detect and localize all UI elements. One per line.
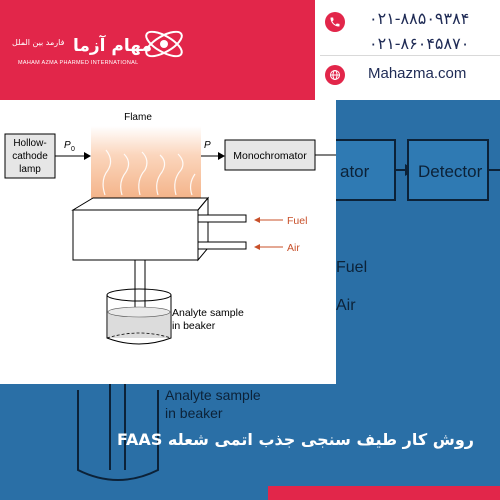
p0-subscript: 0 — [71, 146, 75, 153]
page-title: روش کار طیف سنجی جذب اتمی شعله FAAS — [116, 430, 474, 449]
air-label: Air — [287, 242, 300, 254]
bg-mono-fragment: ator — [340, 162, 370, 181]
phone-number-2[interactable]: ۰۲۱-۸۶۰۴۵۸۷۰ — [369, 34, 470, 53]
fuel-tube — [197, 214, 247, 223]
atom-logo-icon — [145, 30, 183, 58]
phone-icon — [325, 12, 345, 32]
header: مهام آزما فارمد بین الملل MAHAM AZMA PHA… — [0, 0, 500, 100]
bg-detector-box — [407, 139, 489, 201]
globe-icon — [325, 65, 345, 85]
beaker-bottom-back — [106, 332, 172, 339]
footer-accent-bar — [268, 486, 500, 500]
lamp-label-1: Hollow- — [13, 138, 46, 149]
header-divider — [320, 55, 500, 56]
burner-body — [72, 209, 199, 261]
beaker-liquid-surface — [107, 306, 171, 318]
bg-sample-label-2: in beaker — [165, 405, 223, 421]
air-arrowhead — [254, 244, 260, 250]
lamp-label-2: cathode — [12, 151, 48, 162]
beaker-walls — [106, 295, 172, 345]
p0-arrowhead — [84, 152, 91, 160]
bg-air-label: Air — [336, 297, 356, 314]
website-row — [325, 65, 345, 85]
website-link[interactable]: Mahazma.com — [368, 65, 467, 82]
bg-detector-label: Detector — [418, 162, 483, 181]
fuel-arrowhead — [254, 217, 260, 223]
sample-label-1: Analyte sample — [172, 307, 244, 319]
faas-diagram: Hollow- cathode lamp P 0 Flame P Monochr… — [4, 112, 336, 345]
brand-name-en: MAHAM AZMA PHARMED INTERNATIONAL — [18, 60, 139, 66]
bg-fuel-label: Fuel — [336, 259, 367, 276]
monochromator-label: Monochromator — [233, 150, 307, 162]
sample-label-2: in beaker — [172, 320, 216, 332]
p-arrowhead — [218, 152, 225, 160]
p0-label: P — [64, 140, 71, 151]
flame-region — [91, 126, 201, 198]
logo-block: مهام آزما فارمد بین الملل MAHAM AZMA PHA… — [0, 0, 315, 100]
beaker-rim — [106, 288, 172, 302]
phone-number-1[interactable]: ۰۲۱-۸۸۵۰۹۳۸۴ — [369, 9, 470, 28]
bg-sample-label-1: Analyte sample — [165, 387, 261, 403]
brand-name-fa: مهام آزما — [72, 36, 152, 56]
air-tube — [197, 241, 247, 250]
flame-label: Flame — [124, 112, 152, 123]
burner-top — [71, 197, 210, 211]
p-label: P — [204, 140, 211, 151]
fuel-label: Fuel — [287, 215, 307, 227]
monochromator-box — [224, 139, 316, 171]
phone-row — [325, 12, 345, 32]
faas-diagram-card: Hollow- cathode lamp P 0 Flame P Monochr… — [0, 100, 336, 384]
brand-tagline-fa: فارمد بین الملل — [12, 38, 65, 47]
lamp-label-3: lamp — [19, 164, 41, 175]
flame-wisps — [102, 149, 196, 196]
